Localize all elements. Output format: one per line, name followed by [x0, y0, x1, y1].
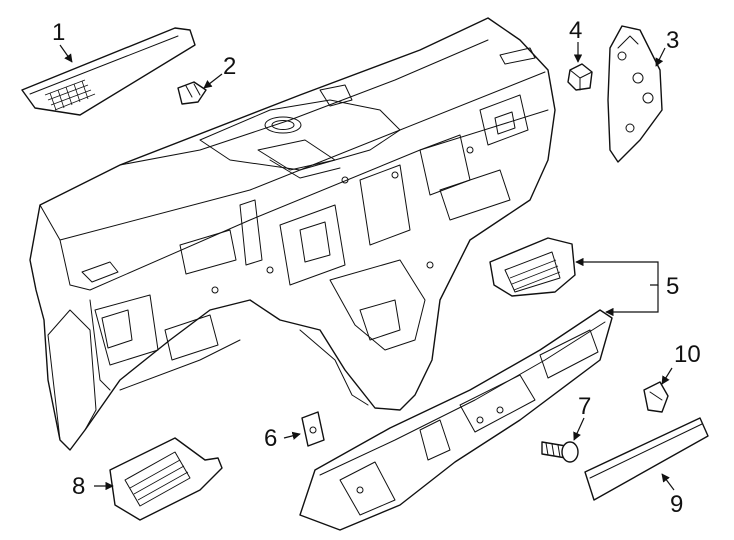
callout-9: 9	[670, 491, 683, 518]
part-2-clip	[177, 81, 207, 105]
part-6-bracket	[301, 411, 325, 447]
instrument-panel-main	[29, 17, 556, 451]
callout-1: 1	[52, 19, 65, 46]
part-10-clip	[643, 381, 669, 413]
callout-labels: 1 2 3 4 5 6 7 8 9 10	[52, 17, 701, 518]
callout-7: 7	[578, 393, 591, 420]
callout-6: 6	[264, 425, 277, 452]
callout-10: 10	[674, 341, 701, 368]
callout-2: 2	[223, 53, 236, 80]
callout-8: 8	[72, 473, 85, 500]
part-9-trim-strip	[584, 417, 709, 501]
part-5-center-bezel	[299, 309, 613, 531]
part-5-air-vent	[489, 237, 576, 297]
callout-4: 4	[569, 17, 582, 44]
part-1-defroster-grille	[21, 27, 196, 116]
part-4-clip	[567, 63, 593, 91]
leader-lines	[59, 42, 675, 491]
grille-hatch	[44, 79, 96, 111]
callout-3: 3	[666, 27, 679, 54]
part-3-end-cap	[607, 25, 663, 163]
part-8-side-vent	[109, 437, 223, 521]
part-7-screw	[541, 441, 579, 463]
callout-5: 5	[666, 273, 679, 300]
